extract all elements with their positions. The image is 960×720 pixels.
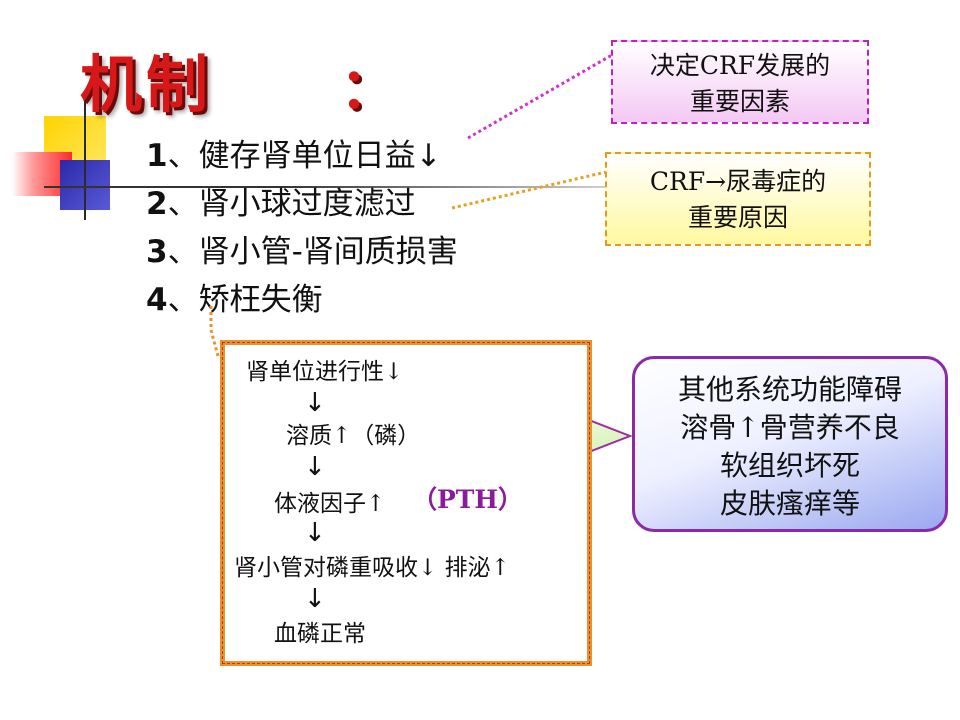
connector-flow xyxy=(209,306,220,357)
flow-arrow-down-icon: ↓ xyxy=(304,518,326,548)
flow-step-solute: 溶质↑（磷） xyxy=(286,423,421,449)
flow-pth-label: （PTH） xyxy=(412,485,524,514)
flow-step-nephron-loss: 肾单位进行性↓ xyxy=(246,359,404,385)
tradeoff-flow-box xyxy=(220,340,592,666)
callout-yellow-line2: 重要原因 xyxy=(687,203,788,232)
connector-yellow xyxy=(451,170,607,210)
slide-title-colon: ： xyxy=(340,56,396,122)
callout-crf-uremia: CRF→尿毒症的 重要原因 xyxy=(605,152,871,246)
list-item: 1、健存肾单位日益↓ xyxy=(146,138,442,174)
slide-title: 机制 xyxy=(80,48,213,121)
callout-crf-development: 决定CRF发展的 重要因素 xyxy=(611,40,869,124)
connector-pink xyxy=(467,53,613,140)
other-line-1: 其他系统功能障碍 xyxy=(677,373,902,406)
list-item: 4、矫枉失衡 xyxy=(146,282,323,318)
other-system-dysfunction-box: 其他系统功能障碍 溶骨↑骨营养不良 软组织坏死 皮肤瘙痒等 xyxy=(632,356,948,532)
decor-horizontal-line xyxy=(44,186,644,188)
flow-arrow-down-icon: ↓ xyxy=(304,584,326,614)
callout-yellow-line1: CRF→尿毒症的 xyxy=(649,167,827,196)
flow-arrow-down-icon: ↓ xyxy=(304,452,326,482)
callout-pink-line2: 重要因素 xyxy=(689,87,790,116)
callout-pink-line1: 决定CRF发展的 xyxy=(649,51,831,80)
other-line-4: 皮肤瘙痒等 xyxy=(719,487,860,520)
flow-arrow-down-icon: ↓ xyxy=(304,388,326,418)
decor-vertical-line xyxy=(84,100,86,220)
other-line-2: 溶骨↑骨营养不良 xyxy=(680,411,900,444)
list-item: 2、肾小球过度滤过 xyxy=(146,186,416,222)
list-item: 3、肾小管-肾间质损害 xyxy=(146,234,458,270)
mechanism-list: 1、健存肾单位日益↓ 2、肾小球过度滤过 3、肾小管-肾间质损害 4、矫枉失衡 xyxy=(146,132,458,324)
flow-step-normal-phosphate: 血磷正常 xyxy=(274,621,366,647)
other-line-3: 软组织坏死 xyxy=(719,449,860,482)
flow-step-humoral-factor: 体液因子↑ xyxy=(274,491,386,517)
flow-step-tubular-phosphate: 肾小管对磷重吸收↓ 排泌↑ xyxy=(234,555,510,581)
